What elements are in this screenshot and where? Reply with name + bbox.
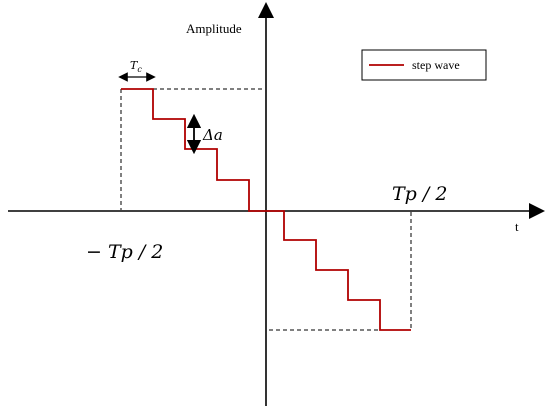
y-axis-label: Amplitude [186, 21, 242, 36]
legend-entry: step wave [412, 58, 460, 72]
tc-label: Tc [130, 59, 142, 74]
pos-half-period-label: Tp / 2 [392, 183, 447, 205]
neg-half-period-label: − Tp / 2 [86, 241, 163, 263]
x-axis-label: t [515, 219, 519, 234]
step-wave-line [121, 88, 411, 331]
legend: step wave [361, 49, 487, 81]
delta-a-label: Δa [202, 126, 223, 144]
